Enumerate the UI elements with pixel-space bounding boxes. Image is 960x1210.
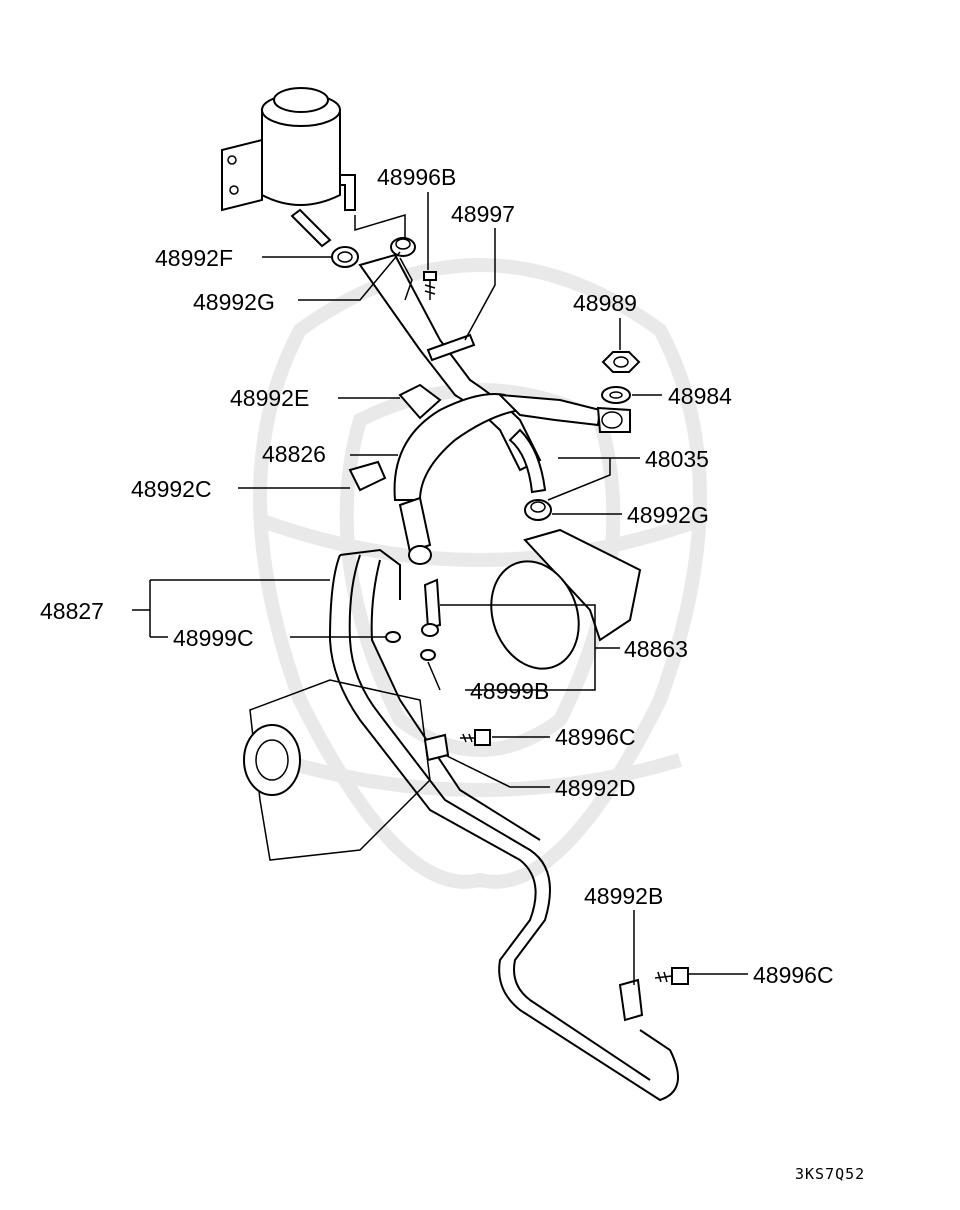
- washer-48984: [601, 386, 631, 404]
- reservoir-tank: [221, 87, 406, 248]
- o-rings: [385, 631, 436, 661]
- label-48997: 48997: [451, 201, 515, 227]
- pressure-line-48827: [328, 548, 679, 1102]
- label-48992d: 48992D: [555, 775, 636, 801]
- bolt-48996b: [423, 271, 437, 300]
- diagram-code: 3KS7Q52: [795, 1165, 865, 1183]
- label-48999c: 48999C: [173, 625, 254, 651]
- label-48827: 48827: [40, 598, 104, 624]
- hose-clamp-48992g-mid: [524, 499, 552, 521]
- pressure-hose-48826: [393, 393, 602, 501]
- nut-48989: [601, 351, 641, 373]
- bolt-48996c-mid: [460, 729, 491, 746]
- steering-pump: [490, 528, 642, 670]
- label-48863: 48863: [624, 636, 688, 662]
- label-48999b: 48999B: [470, 678, 549, 704]
- label-48996c-low: 48996C: [753, 962, 834, 988]
- label-48992g-top: 48992G: [193, 289, 275, 315]
- label-48996c-mid: 48996C: [555, 724, 636, 750]
- label-48992g-mid: 48992G: [627, 502, 709, 528]
- hose-clip-48997: [426, 333, 476, 362]
- hose-clamp-48992e: [398, 383, 442, 420]
- clip-48992c: [348, 460, 387, 492]
- engine-block: [243, 679, 431, 861]
- eye-fitting: [596, 406, 631, 433]
- label-48992e: 48992E: [230, 385, 309, 411]
- pressure-fitting: [398, 496, 442, 637]
- hose-clamp-48992f: [331, 246, 359, 268]
- bolt-48996c-low: [654, 967, 689, 985]
- label-48992c: 48992C: [131, 476, 212, 502]
- leader-lines: [132, 192, 748, 985]
- hose-clamp-48992g-top: [390, 237, 416, 257]
- label-48035: 48035: [645, 446, 709, 472]
- watermark-emblem: [253, 258, 707, 889]
- label-48984: 48984: [668, 383, 732, 409]
- bracket-48992d: [423, 733, 450, 762]
- suction-hose-48035: [508, 428, 547, 494]
- label-48996b: 48996B: [377, 164, 456, 190]
- label-48992f: 48992F: [155, 245, 233, 271]
- label-48989: 48989: [573, 290, 637, 316]
- label-48826: 48826: [262, 441, 326, 467]
- label-48992b: 48992B: [584, 883, 663, 909]
- clip-48992b: [618, 978, 644, 1022]
